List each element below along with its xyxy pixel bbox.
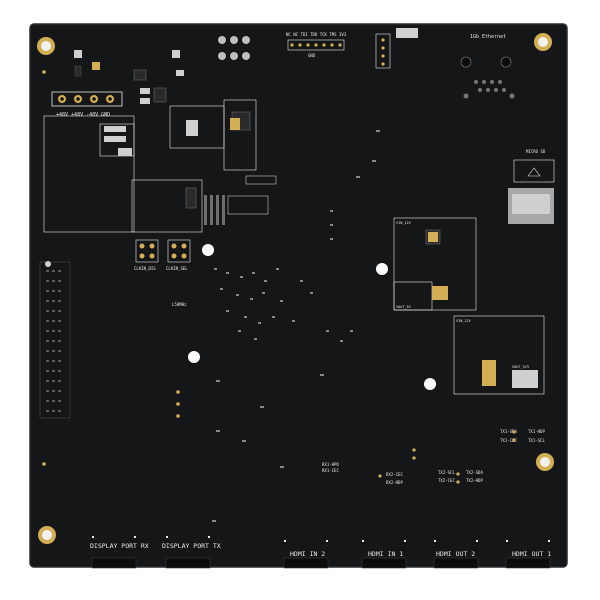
power-block-left: [43, 115, 135, 233]
micro-sd-slot: [508, 159, 555, 224]
ethernet-label: 1Gb Ethernet: [470, 34, 506, 40]
tx1-hdp-label: TX1-HDP: [528, 429, 545, 434]
regulator-module-right-top: [393, 217, 477, 311]
power-input-label: +48V +48V -48V GND: [56, 112, 110, 118]
test-points: [42, 70, 516, 484]
top-left-components: [74, 50, 184, 104]
tx1-cec-label: TX1-CEC: [500, 438, 517, 443]
oscillator-label: L50MHz: [172, 302, 187, 307]
tx2-cec-label: TX2-CEC: [438, 478, 455, 483]
bottom-connector-pins: [92, 536, 550, 542]
tx2-hdp-label: TX2-HDP: [466, 478, 483, 483]
ethernet-jack-footprint: [460, 56, 515, 99]
ss1-label: VIN_12V: [396, 221, 412, 225]
regulator-module-a: [169, 99, 257, 171]
mounting-holes: [37, 33, 554, 544]
tx1-sda-label: TX1-SDA: [500, 429, 517, 434]
display-port-tx-label: DISPLAY PORT TX: [162, 542, 221, 550]
clock-pads: [135, 239, 191, 263]
power-input-terminals: [51, 91, 123, 107]
regulator-module-right-bottom: [453, 315, 545, 395]
jtag-header-pins: [287, 39, 345, 51]
ss4-label: VOUT_3V3: [512, 365, 529, 369]
left-pin-header: [39, 261, 71, 419]
rx1-cec-label: RX1-CEC: [322, 468, 339, 473]
display-port-rx-label: DISPLAY PORT RX: [90, 542, 149, 550]
jtag-header-label: NC NC TDI TDO TCK TMS 3V3: [286, 32, 347, 37]
jtag-gnd-label: GND: [308, 53, 316, 58]
hdmi-in-2-label: HDMI IN 2: [290, 550, 325, 558]
hdmi-out-1-label: HDMI OUT 1: [512, 550, 551, 558]
top-right-header: [375, 28, 418, 69]
tx2-scl-label: TX2-SCL: [438, 470, 455, 475]
bottom-connector-ledges: [91, 557, 551, 569]
tx2-sda-label: TX2-SDA: [466, 470, 483, 475]
rx2-hdp-label: RX2-HDP: [386, 480, 403, 485]
ss3-label: VIN_12V: [456, 319, 472, 323]
regulator-module-b: [131, 179, 203, 233]
fpga-area-passives: [204, 130, 380, 522]
tx1-scl-label: TX1-SCL: [528, 438, 545, 443]
rx1-hpd-label: RX1-HPD: [322, 462, 339, 467]
micro-sd-label: MICRO SD: [526, 149, 546, 154]
clkin-dis-label: CLKIN_DIS: [134, 266, 156, 271]
ss2-label: VOUT_5V: [396, 305, 412, 309]
interior-holes: [188, 244, 436, 390]
top-header-2x3: [218, 36, 250, 60]
clkin-sel-label: CLKIN_SEL: [166, 266, 188, 271]
pcb-substrate: [30, 24, 567, 567]
hdmi-in-1-label: HDMI IN 1: [368, 550, 403, 558]
rx2-cec-label: RX2-CEC: [386, 472, 403, 477]
hdmi-out-2-label: HDMI OUT 2: [436, 550, 475, 558]
